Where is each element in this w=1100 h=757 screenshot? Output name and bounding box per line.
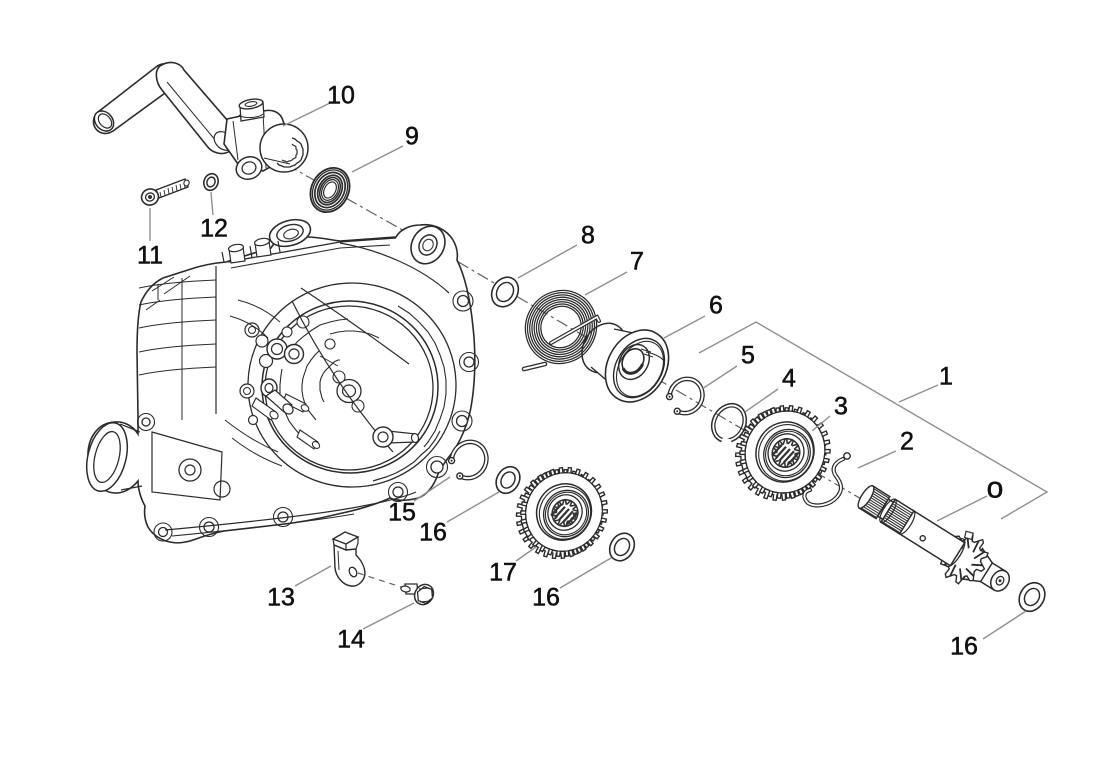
svg-text:13: 13	[267, 584, 295, 612]
svg-text:4: 4	[782, 365, 796, 393]
svg-text:14: 14	[337, 626, 365, 654]
svg-text:16: 16	[532, 584, 560, 612]
svg-text:5: 5	[741, 342, 755, 370]
svg-text:1: 1	[939, 363, 953, 391]
svg-text:7: 7	[630, 248, 644, 276]
svg-text:11: 11	[137, 242, 163, 270]
svg-text:15: 15	[388, 499, 416, 527]
svg-text:12: 12	[200, 215, 228, 243]
svg-text:16: 16	[419, 519, 447, 547]
svg-text:9: 9	[405, 123, 419, 151]
svg-text:3: 3	[834, 393, 848, 421]
svg-text:6: 6	[709, 292, 723, 320]
svg-text:2: 2	[900, 428, 914, 456]
svg-text:16: 16	[950, 633, 978, 661]
svg-text:o: o	[987, 472, 1004, 505]
svg-text:8: 8	[581, 222, 595, 250]
svg-text:10: 10	[327, 82, 355, 110]
svg-text:17: 17	[489, 559, 517, 587]
